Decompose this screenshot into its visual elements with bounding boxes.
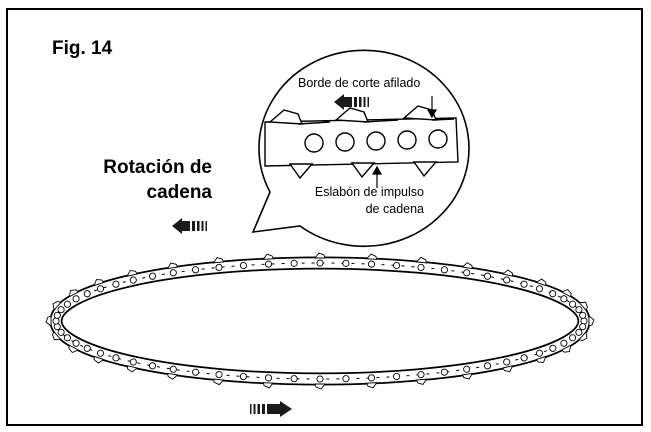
chain-link bbox=[560, 339, 572, 353]
chain-link bbox=[93, 349, 105, 364]
chain-link bbox=[549, 290, 557, 298]
rivet bbox=[366, 131, 386, 151]
chain-link bbox=[51, 328, 65, 341]
chain-link bbox=[520, 280, 528, 288]
chain-link bbox=[393, 261, 401, 270]
chain-link bbox=[569, 300, 577, 308]
chain-link bbox=[148, 272, 157, 280]
rivet bbox=[428, 129, 448, 149]
chain-link bbox=[415, 256, 428, 271]
drive-link-callout: Eslabón de impulso de cadena bbox=[274, 184, 424, 218]
chain-link bbox=[483, 362, 492, 370]
chain-link bbox=[166, 262, 179, 277]
chain-link bbox=[148, 362, 157, 370]
chain-link bbox=[314, 252, 326, 267]
chain-link bbox=[83, 344, 91, 352]
chain-link bbox=[290, 375, 298, 383]
chain-link bbox=[579, 323, 587, 331]
direction-arrow-left-icon bbox=[172, 218, 207, 234]
rotation-label: Rotación de cadena bbox=[40, 155, 212, 205]
chain-link bbox=[212, 371, 225, 386]
chain-link bbox=[68, 339, 80, 354]
rivet bbox=[304, 133, 324, 153]
chain-link bbox=[112, 354, 120, 362]
chain-link bbox=[93, 279, 105, 293]
chain-link bbox=[83, 290, 91, 298]
chain-link bbox=[415, 371, 428, 385]
chain-link bbox=[501, 269, 514, 284]
chain-link bbox=[535, 349, 547, 363]
chain-link bbox=[440, 368, 448, 376]
chain-link bbox=[579, 311, 587, 319]
chain-link bbox=[239, 261, 247, 270]
chain-link bbox=[365, 253, 378, 268]
drive-link-tang bbox=[412, 161, 438, 178]
pointer-arrow-icon bbox=[371, 165, 383, 188]
chain-link bbox=[126, 269, 138, 284]
chain-link bbox=[192, 266, 200, 274]
chain-link bbox=[483, 272, 492, 280]
direction-arrow-right-icon bbox=[250, 401, 292, 417]
chain-link bbox=[239, 372, 247, 381]
chain-link bbox=[366, 374, 378, 389]
chain-link bbox=[53, 311, 61, 319]
chain-link bbox=[342, 259, 350, 267]
rivet bbox=[335, 132, 355, 152]
chain-link bbox=[502, 358, 514, 373]
chain-link bbox=[393, 372, 401, 381]
cutting-edge-callout: Borde de corte afilado bbox=[298, 76, 421, 90]
drive-link-callout-line1: Eslabón de impulso bbox=[314, 185, 424, 199]
chain-link bbox=[535, 278, 547, 293]
drive-link-tang bbox=[288, 163, 314, 180]
rotation-label-line1: Rotación de bbox=[103, 157, 212, 178]
chain-link bbox=[569, 334, 577, 342]
chain-link bbox=[262, 374, 275, 389]
chain-link bbox=[461, 262, 473, 277]
chain-link bbox=[290, 259, 298, 267]
chain-link bbox=[314, 375, 326, 390]
direction-arrow-left-icon bbox=[334, 94, 369, 110]
chain-link bbox=[63, 334, 71, 342]
chain-link bbox=[192, 368, 200, 376]
chain-link bbox=[342, 375, 350, 383]
chain-link bbox=[560, 288, 572, 303]
cutter-tooth bbox=[268, 109, 304, 125]
chain-link bbox=[68, 289, 80, 303]
chain-link bbox=[575, 301, 589, 314]
chain-link bbox=[212, 257, 225, 271]
chain-link bbox=[52, 300, 65, 314]
chain-loop bbox=[45, 252, 595, 390]
rivet bbox=[397, 130, 417, 150]
chain-link bbox=[461, 365, 474, 380]
rotation-label-line2: cadena bbox=[146, 182, 212, 203]
chain-link bbox=[440, 266, 448, 274]
chain-link bbox=[126, 358, 139, 373]
chain-link bbox=[549, 344, 557, 352]
chain-link bbox=[112, 280, 120, 288]
drive-link-tang bbox=[350, 162, 376, 179]
chain-link bbox=[520, 354, 528, 362]
chain-link bbox=[575, 328, 588, 342]
chain-link bbox=[167, 365, 179, 380]
zoomed-chain bbox=[264, 105, 459, 180]
chain-link bbox=[63, 300, 71, 308]
cutter-tooth bbox=[334, 107, 370, 123]
figure-label: Fig. 14 bbox=[52, 38, 113, 59]
drive-link-callout-line2: de cadena bbox=[365, 202, 424, 216]
pointer-arrow-icon bbox=[426, 96, 438, 119]
chain-link bbox=[262, 253, 274, 268]
